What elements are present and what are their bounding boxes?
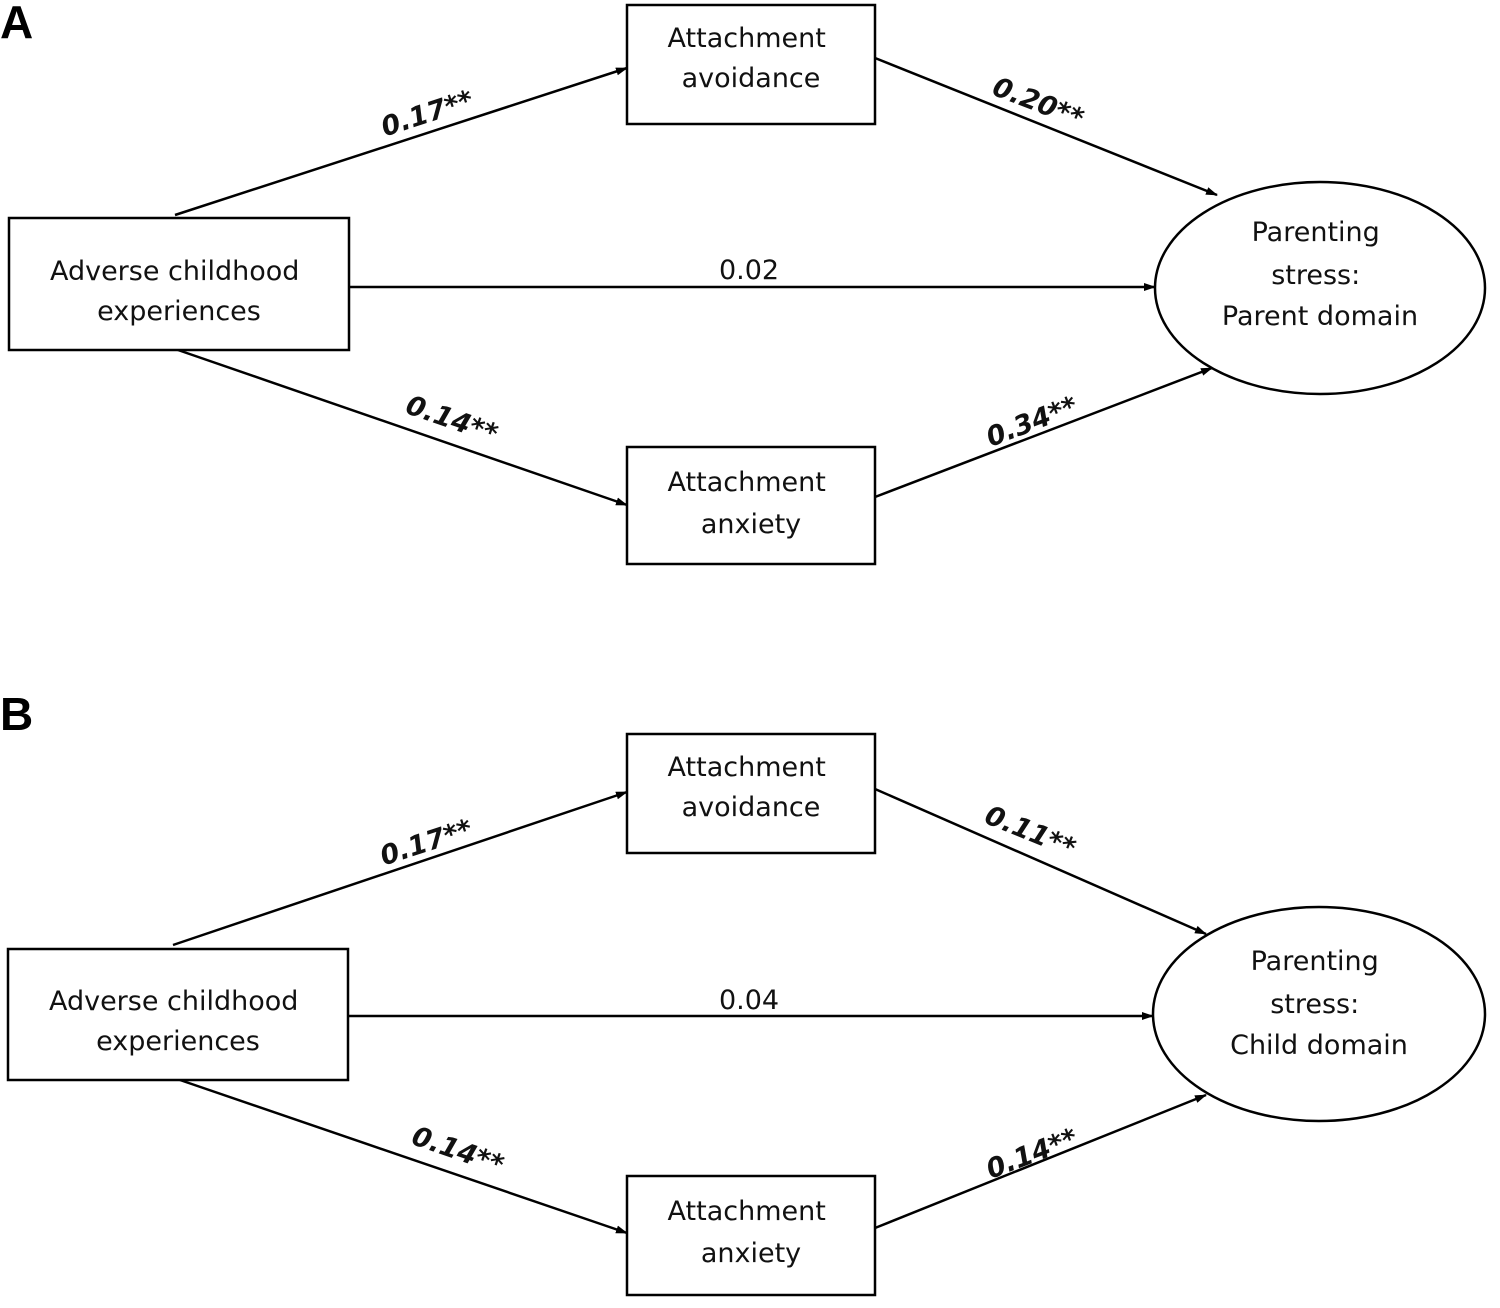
- coef-a-ace-to-anxiety: 0.14**: [402, 390, 502, 450]
- node-a-parenting-stress-label: Parenting stress: Parent domain: [1222, 217, 1418, 332]
- node-b-parenting-stress: [1151, 905, 1487, 1123]
- edge-b-ace-to-anxiety: [179, 1078, 628, 1235]
- panel-a-label: A: [0, 0, 33, 48]
- node-b-attachment-anxiety: [625, 1174, 877, 1297]
- node-b-attachment-anxiety-label: Attachment anxiety: [668, 1196, 835, 1269]
- node-b-attachment-avoidance-label: Attachment avoidance: [668, 752, 835, 823]
- coef-b-ace-to-anxiety: 0.14**: [408, 1121, 508, 1181]
- coef-a-anxiety-to-outcome: 0.34**: [982, 391, 1082, 454]
- node-a-attachment-anxiety: [625, 445, 877, 566]
- panel-a: A Adverse childhood experiences Attachme…: [0, 0, 1487, 566]
- edge-a-ace-to-anxiety: [177, 348, 628, 507]
- edge-a-anxiety-to-outcome: [874, 366, 1213, 499]
- node-b-adverse-childhood: [6, 947, 350, 1082]
- coef-b-avoidance-to-outcome: 0.11**: [980, 800, 1080, 864]
- edge-a-ace-to-avoidance: [174, 66, 628, 217]
- coef-a-ace-to-avoidance: 0.17**: [377, 85, 477, 144]
- edge-b-avoidance-to-outcome: [874, 787, 1207, 936]
- node-b-adverse-childhood-label: Adverse childhood experiences: [49, 986, 307, 1057]
- node-b-parenting-stress-label: Parenting stress: Child domain: [1230, 946, 1408, 1061]
- node-a-adverse-childhood-label: Adverse childhood experiences: [50, 256, 308, 327]
- node-a-adverse-childhood: [7, 216, 351, 352]
- node-a-parenting-stress: [1153, 180, 1487, 396]
- node-a-attachment-avoidance-label: Attachment avoidance: [668, 23, 835, 94]
- coef-a-ace-to-outcome: 0.02: [719, 255, 779, 286]
- panel-b-label: B: [0, 688, 33, 740]
- edge-b-ace-to-avoidance: [172, 790, 628, 947]
- coef-b-ace-to-outcome: 0.04: [719, 985, 779, 1016]
- edge-a-avoidance-to-outcome: [874, 56, 1218, 197]
- node-b-attachment-avoidance: [625, 732, 877, 855]
- coef-a-avoidance-to-outcome: 0.20**: [988, 72, 1088, 135]
- node-a-attachment-anxiety-label: Attachment anxiety: [668, 467, 835, 540]
- edge-b-anxiety-to-outcome: [874, 1093, 1207, 1230]
- coef-b-anxiety-to-outcome: 0.14**: [982, 1123, 1082, 1186]
- coef-b-ace-to-avoidance: 0.17**: [376, 814, 476, 873]
- panel-b: B Adverse childhood experiences Attachme…: [0, 688, 1487, 1297]
- node-a-attachment-avoidance: [625, 3, 877, 126]
